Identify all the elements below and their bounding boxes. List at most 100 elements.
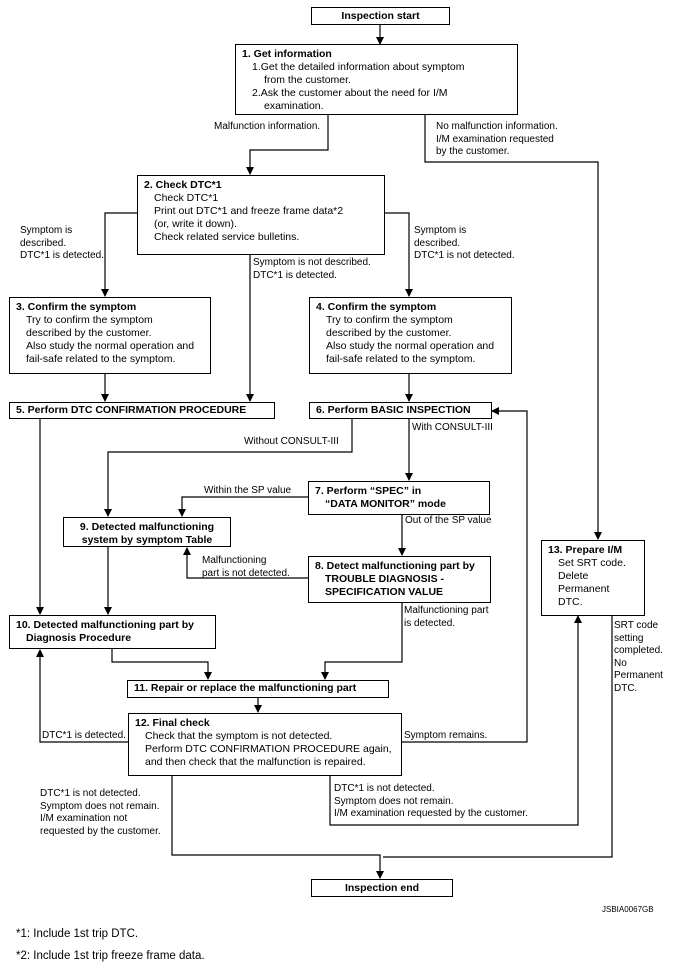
figure-code: JSBIA0067GB (602, 905, 654, 914)
arrow-12-to-6 (402, 407, 528, 743)
label-no-malfunction: No malfunction information. I/M examinat… (436, 121, 558, 159)
step-12-line: Check that the symptom is not detected. (145, 730, 333, 742)
step-8-title: 8. Detect malfunctioning part by (315, 560, 475, 572)
step-4-line: described by the customer. (326, 327, 452, 339)
arrow-12-to-13 (329, 615, 582, 826)
label-line: requested by the customer. (40, 825, 161, 837)
arrow-7-to-9 (178, 496, 308, 517)
step-3-line: Try to confirm the symptom (26, 314, 153, 326)
label-malfunctioning-detected: Malfunctioning part is detected. (404, 605, 489, 630)
step-6-basic-inspection: 6. Perform BASIC INSPECTION (309, 402, 492, 419)
label-line: DTC*1 is detected. (253, 269, 337, 281)
step-3-title: 3. Confirm the symptom (16, 301, 137, 313)
step-7-perform-spec: 7. Perform “SPEC” in “DATA MONITOR” mode (308, 481, 490, 515)
label-end-requested: DTC*1 is not detected. Symptom does not … (334, 783, 528, 821)
step-2-check-dtc: 2. Check DTC*1 Check DTC*1 Print out DTC… (137, 175, 385, 255)
step-9-symptom-table: 9. Detected malfunctioning system by sym… (63, 517, 231, 547)
arrow-2-to-4 (384, 212, 413, 297)
step-13-line: DTC. (558, 596, 583, 608)
step-2-line: Check DTC*1 (154, 192, 219, 204)
step-6-title: 6. Perform BASIC INSPECTION (316, 404, 471, 416)
step-8-detect-by-trouble-diagnosis: 8. Detect malfunctioning part by TROUBLE… (308, 556, 491, 603)
step-13-line: Set SRT code. (558, 557, 626, 569)
step-7-title: 7. Perform “SPEC” in (315, 485, 422, 497)
label-line: completed. (614, 645, 663, 656)
label-line: described. (414, 237, 461, 249)
arrow-1-to-2 (246, 115, 329, 175)
label-within-sp: Within the SP value (204, 485, 292, 496)
label-malfunctioning-not-detected: Malfunctioning part is not detected. (202, 555, 290, 580)
label-line: DTC*1 is not detected. (40, 788, 141, 799)
arrow-10-to-11 (111, 648, 212, 680)
step-12-title: 12. Final check (135, 717, 210, 729)
label-symptom-described-dtc-detected: Symptom is described. DTC*1 is detected. (20, 225, 104, 263)
label-line: part is not detected. (202, 567, 290, 579)
step-2-line: Print out DTC*1 and freeze frame data*2 (154, 205, 344, 217)
label-end-not-requested: DTC*1 is not detected. Symptom does not … (40, 788, 161, 838)
step-8-title-3: SPECIFICATION VALUE (325, 586, 444, 598)
step-12-line: and then check that the malfunction is r… (145, 756, 366, 768)
arrow-8-to-11 (321, 603, 403, 680)
step-2-line: (or, write it down). (154, 218, 237, 230)
step-9-title-2: system by symptom Table (81, 534, 213, 546)
label-line: Permanent (614, 670, 663, 681)
label-line: No (614, 657, 627, 669)
label-line: DTC. (614, 682, 638, 694)
inspection-start-box: Inspection start (311, 7, 450, 25)
label-line: SRT code (614, 620, 659, 631)
label-line: Symptom is (414, 225, 467, 236)
label-line: I/M examination not (40, 813, 128, 824)
label-line: Symptom does not remain. (40, 800, 160, 812)
footnote-1: *1: Include 1st trip DTC. (16, 928, 139, 940)
label-line: by the customer. (436, 146, 510, 157)
label-line: I/M examination requested (436, 133, 554, 145)
footnote-2: *2: Include 1st trip freeze frame data. (16, 950, 205, 962)
label-out-of-sp: Out of the SP value (405, 515, 492, 526)
step-12-final-check: 12. Final check Check that the symptom i… (128, 713, 402, 776)
label-with-consult: With CONSULT-III (412, 422, 493, 433)
step-10-title-2: Diagnosis Procedure (26, 632, 132, 644)
label-line: I/M examination requested by the custome… (334, 808, 528, 819)
step-13-line: Delete (558, 570, 589, 582)
step-7-title-2: “DATA MONITOR” mode (325, 498, 446, 510)
arrow-13-to-end (383, 616, 613, 858)
step-3-line: fail-safe related to the symptom. (26, 353, 176, 365)
arrow-6-to-9 (104, 418, 353, 517)
step-13-title: 13. Prepare I/M (548, 544, 623, 556)
step-13-prepare-im: 13. Prepare I/M Set SRT code. Delete Per… (541, 540, 645, 616)
step-3-line: described by the customer. (26, 327, 152, 339)
step-12-line: Perform DTC CONFIRMATION PROCEDURE again… (145, 743, 392, 755)
label-malfunction-information: Malfunction information. (214, 121, 321, 132)
label-line: described. (20, 237, 67, 249)
step-1-line: examination. (264, 100, 324, 112)
step-9-title: 9. Detected malfunctioning (79, 521, 215, 533)
step-8-title-2: TROUBLE DIAGNOSIS - (325, 573, 445, 585)
label-line: Symptom is (20, 225, 73, 236)
arrow-12-to-10 (36, 649, 128, 743)
step-1-title: 1. Get information (242, 48, 332, 60)
label-symptom-not-described: Symptom is not described. DTC*1 is detec… (253, 257, 371, 282)
label-without-consult: Without CONSULT-III (244, 436, 339, 447)
step-4-title: 4. Confirm the symptom (316, 301, 437, 313)
label-line: No malfunction information. (436, 121, 558, 132)
step-10-diagnosis-procedure: 10. Detected malfunctioning part by Diag… (9, 615, 216, 649)
label-line: Symptom is not described. (253, 257, 371, 268)
arrow-8-to-9 (183, 547, 308, 579)
label-line: DTC*1 is not detected. (334, 783, 435, 794)
label-srt-completed: SRT code setting completed. No Permanent… (614, 620, 663, 695)
step-1-get-information: 1. Get information 1.Get the detailed in… (235, 44, 518, 115)
step-4-confirm-symptom: 4. Confirm the symptom Try to confirm th… (309, 297, 512, 374)
inspection-end-box: Inspection end (311, 879, 453, 897)
label-line: Symptom does not remain. (334, 795, 454, 807)
step-11-repair-replace: 11. Repair or replace the malfunctioning… (127, 680, 389, 698)
label-line: DTC*1 is detected. (20, 250, 104, 261)
step-3-line: Also study the normal operation and (26, 340, 195, 352)
arrow-12-to-end (171, 776, 384, 879)
step-11-title: 11. Repair or replace the malfunctioning… (134, 682, 357, 694)
label-line: Malfunctioning (202, 555, 267, 566)
label-line: DTC*1 is not detected. (414, 250, 515, 261)
step-5-dtc-confirmation: 5. Perform DTC CONFIRMATION PROCEDURE (9, 402, 275, 419)
step-2-line: Check related service bulletins. (154, 231, 300, 243)
step-4-line: fail-safe related to the symptom. (326, 353, 476, 365)
